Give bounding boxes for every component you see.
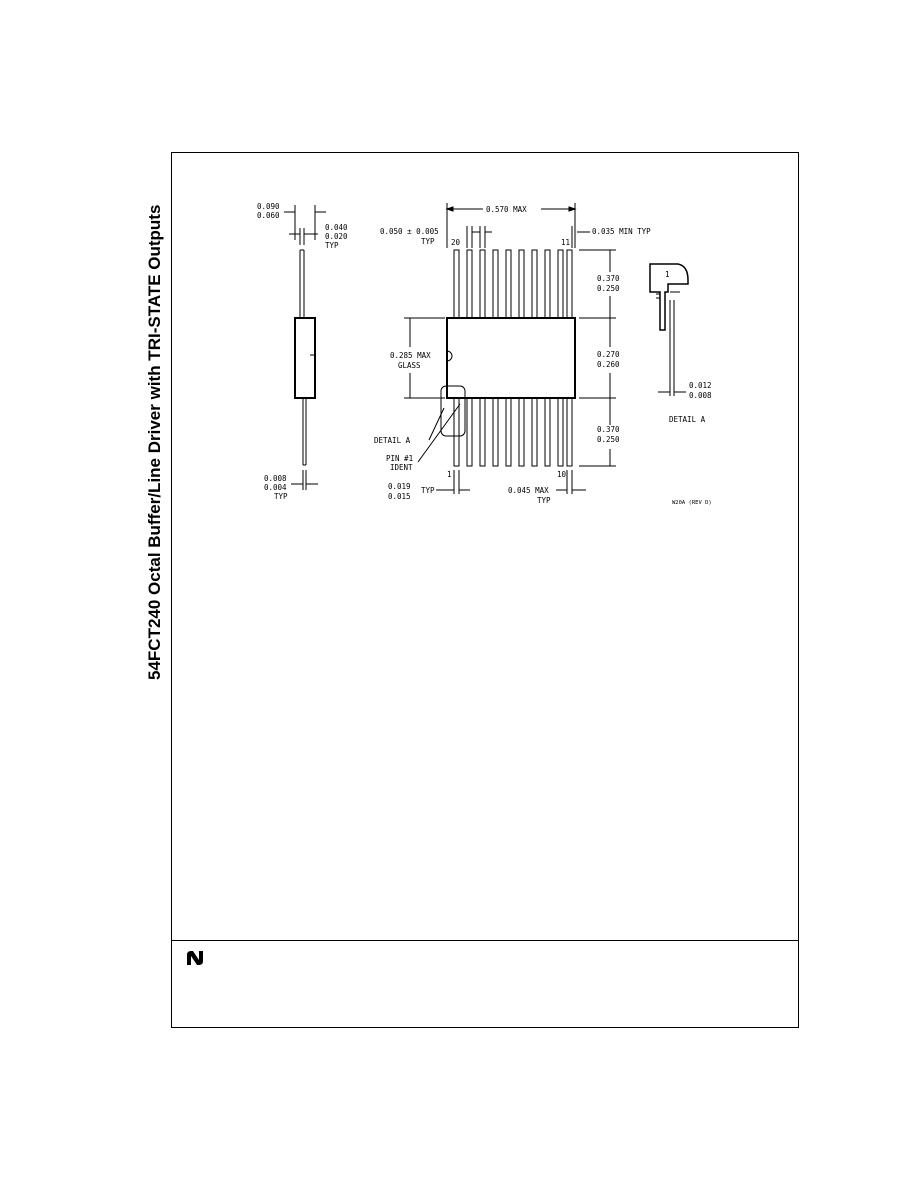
end-gap-typ: TYP — [537, 496, 551, 505]
body-len-a: 0.270 — [597, 350, 620, 359]
side-dim-bottom-a: 0.008 — [264, 474, 287, 483]
pin1-notch — [446, 350, 453, 362]
detail-a-caption: DETAIL A — [669, 415, 706, 424]
pin1-ident-label-a: PIN #1 — [386, 454, 413, 463]
overall-width-label: 0.570 MAX — [486, 205, 527, 214]
page-frame — [171, 152, 799, 1028]
lead-width-a: 0.019 — [388, 482, 411, 491]
body-width-sub-label: GLASS — [398, 361, 421, 370]
lead-min-label: 0.035 MIN TYP — [592, 227, 651, 236]
side-dim-lead-b: 0.020 — [325, 232, 348, 241]
detail-a-callout: DETAIL A — [374, 436, 411, 445]
pin-10-label: 10 — [557, 470, 567, 479]
side-dim-top-a: 0.090 — [257, 202, 280, 211]
national-semiconductor-logo-icon — [184, 947, 206, 974]
pin-11-label: 11 — [561, 238, 570, 247]
side-dim-lead-a: 0.040 — [325, 223, 348, 232]
detail-a-pin-number: 1 — [665, 270, 670, 279]
lead-len-top-a: 0.370 — [597, 274, 620, 283]
body-width-label: 0.285 MAX — [390, 351, 431, 360]
top-view — [404, 203, 616, 494]
footer-rule — [171, 940, 799, 941]
drawing-id: W20A (REV D) — [672, 500, 712, 506]
side-dim-lead-typ: TYP — [325, 241, 339, 250]
side-dim-bottom-typ: TYP — [274, 492, 288, 501]
side-dim-bottom-b: 0.004 — [264, 483, 287, 492]
lead-len-top-b: 0.250 — [597, 284, 620, 293]
pitch-typ-label: TYP — [421, 237, 435, 246]
pin1-ident-label-b: IDENT — [390, 463, 413, 472]
detail-a-view — [649, 263, 689, 396]
side-view — [284, 205, 326, 490]
lead-len-bot-b: 0.250 — [597, 435, 620, 444]
side-view-body — [294, 317, 316, 399]
pin-1-label: 1 — [447, 470, 452, 479]
package-body — [446, 317, 576, 399]
pin-20-label: 20 — [451, 238, 461, 247]
pitch-label: 0.050 ± 0.005 — [380, 227, 439, 236]
lead-width-b: 0.015 — [388, 492, 411, 501]
bottom-leads — [453, 397, 573, 467]
side-dim-top-b: 0.060 — [257, 211, 280, 220]
body-len-b: 0.260 — [597, 360, 620, 369]
lead-width-typ: TYP — [421, 486, 435, 495]
detail-a-thk-b: 0.008 — [689, 391, 712, 400]
detail-a-thk-a: 0.012 — [689, 381, 712, 390]
lead-len-bot-a: 0.370 — [597, 425, 620, 434]
end-gap-label: 0.045 MAX — [508, 486, 549, 495]
top-leads — [453, 249, 573, 319]
